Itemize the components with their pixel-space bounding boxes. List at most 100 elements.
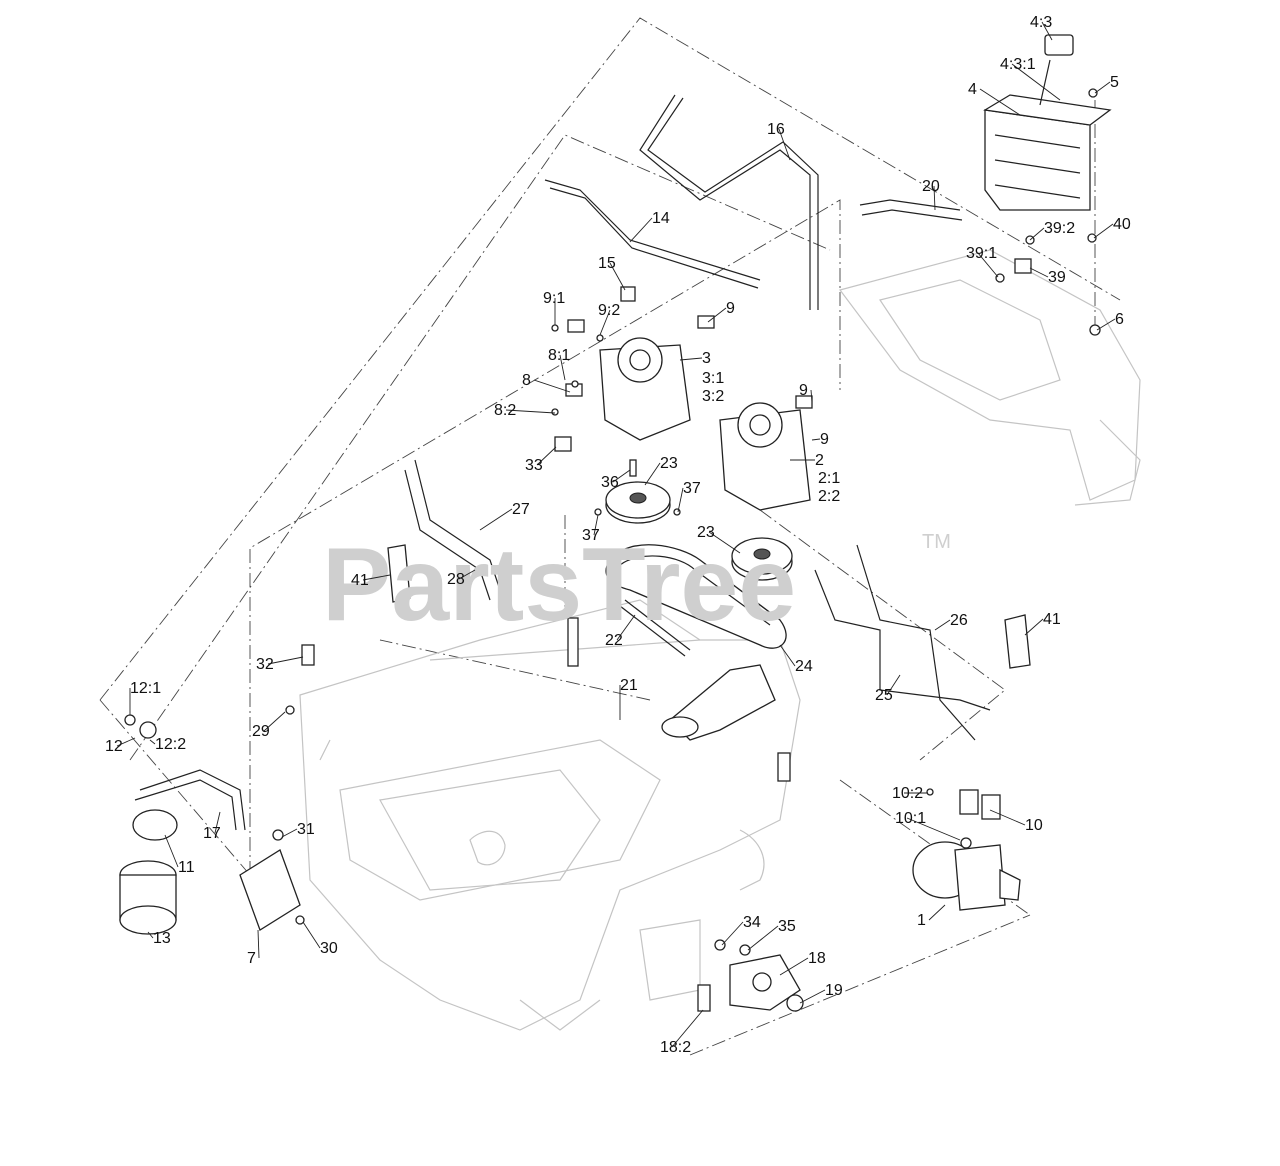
callout-34: 34 [743, 914, 761, 931]
callout-12-1: 12:1 [130, 680, 161, 697]
pulley-lower [731, 537, 793, 581]
leader-11 [164, 834, 179, 868]
callout-28: 28 [447, 571, 465, 588]
callout-3-1: 3:1 [702, 370, 724, 387]
callout-37: 37 [582, 527, 600, 544]
callout-23: 23 [660, 455, 678, 472]
leader-30 [302, 921, 321, 949]
leader-14 [629, 217, 653, 243]
leader-10 [989, 809, 1026, 826]
leader-18-2 [671, 1009, 704, 1048]
leader-4-3 [1041, 21, 1053, 41]
callout-16: 16 [767, 121, 785, 138]
leader-10-1 [906, 817, 961, 841]
leader-24 [779, 644, 796, 667]
callout-3: 3 [702, 350, 711, 367]
callout-29: 29 [252, 723, 270, 740]
callout-9-1: 9 [799, 382, 808, 399]
callout-12: 12 [105, 738, 123, 755]
leader-23-1 [708, 531, 741, 554]
callout-36: 36 [601, 474, 619, 491]
leader-39-2 [1029, 227, 1045, 241]
leader-19 [799, 989, 826, 1004]
callout-leaders [116, 21, 1116, 1048]
callout-19: 19 [825, 982, 843, 999]
idler-spring [619, 599, 691, 657]
oil-filter [119, 860, 177, 935]
hydrostatic-pump-left [599, 337, 691, 441]
leader-8-2 [505, 409, 556, 414]
callout-18: 18 [808, 950, 826, 967]
upper-deck-frame [838, 249, 1141, 506]
callout-8-1: 8:1 [548, 347, 570, 364]
callout-8: 8 [522, 372, 531, 389]
callout-10-2: 10:2 [892, 785, 923, 802]
leader-25 [886, 674, 901, 696]
callout-11: 11 [178, 859, 195, 876]
leader-37 [593, 514, 599, 536]
callout-9: 9 [726, 300, 735, 317]
leader-13 [147, 931, 154, 939]
leader-27 [479, 508, 513, 531]
assembly-boundary-lines [99, 17, 1121, 1056]
callout-21: 21 [620, 677, 638, 694]
leader-34 [721, 921, 744, 946]
idler-arm [661, 664, 776, 741]
leader-36 [612, 469, 631, 483]
leader-33 [536, 446, 557, 466]
callout-2-2: 2:2 [818, 488, 840, 505]
hydraulic-tubes [134, 94, 991, 831]
pulley-upper [605, 481, 671, 524]
callout-33: 33 [525, 457, 543, 474]
leader-8-1 [559, 354, 566, 381]
hydrostatic-pump-right [719, 402, 811, 511]
leader-15 [609, 262, 626, 291]
callout-39-1: 39:1 [966, 245, 997, 262]
watermark-text: PartsTree [322, 527, 796, 643]
leader-26 [934, 619, 951, 631]
callout-35: 35 [778, 918, 796, 935]
callout-31: 31 [297, 821, 315, 838]
leader-5 [1094, 81, 1111, 94]
callout-9-2: 9 [820, 431, 829, 448]
shield-plates [387, 544, 1031, 669]
filter-head [132, 809, 178, 841]
callout-17: 17 [203, 825, 221, 842]
leader-3 [679, 357, 703, 361]
leader-39-1 [977, 252, 999, 278]
leader-20 [933, 185, 936, 211]
callout-9-1: 9:1 [543, 290, 565, 307]
hydraulic-reservoir [983, 34, 1112, 211]
callout-4-3-1: 4:3:1 [1000, 56, 1036, 73]
leader-23 [644, 462, 661, 486]
callout-13: 13 [153, 930, 171, 947]
callout-39: 39 [1048, 269, 1066, 286]
callout-40: 40 [1113, 216, 1131, 233]
filter-cover-plate [239, 849, 301, 931]
callout-37-1: 37 [683, 480, 701, 497]
trademark-mark: TM [922, 531, 951, 553]
callout-39-2: 39:2 [1044, 220, 1075, 237]
leader-7 [257, 929, 260, 959]
callout-41: 41 [351, 572, 369, 589]
leader-12 [116, 737, 136, 747]
small-fittings [124, 88, 1101, 1012]
callout-18-2: 18:2 [660, 1039, 691, 1056]
leader-16 [778, 128, 791, 161]
callout-4-3: 4:3 [1030, 14, 1052, 31]
callout-2-1: 2:1 [818, 470, 840, 487]
leader-17 [214, 811, 221, 834]
callout-labels: 122:12:233:13:244:34:3:156788:18:29999:1… [105, 14, 1131, 1056]
leader-9-2 [811, 438, 821, 441]
callout-8-2: 8:2 [494, 402, 516, 419]
callout-5: 5 [1110, 74, 1119, 91]
leader-35 [747, 925, 779, 951]
leader-41-1 [1024, 618, 1044, 636]
leader-18 [779, 957, 809, 976]
callout-3-2: 3:2 [702, 388, 724, 405]
callout-1: 1 [917, 912, 926, 929]
callout-22: 22 [605, 632, 623, 649]
leader-12-2 [149, 739, 156, 745]
callout-27: 27 [512, 501, 530, 518]
